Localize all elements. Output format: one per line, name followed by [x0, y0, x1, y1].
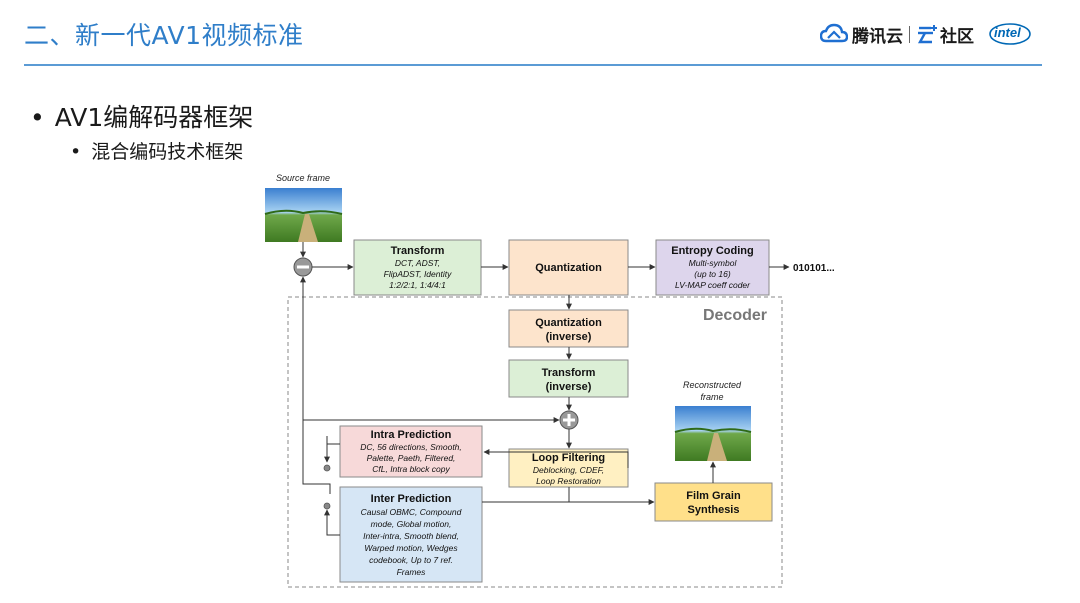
bullet-level-1-text: AV1编解码器框架: [54, 103, 254, 132]
loop-filter-title: Loop Filtering: [532, 452, 605, 464]
entropy-line-3: LV-MAP coeff coder: [675, 280, 751, 290]
inter-line-3: Inter-intra, Smooth blend,: [363, 531, 459, 541]
header-divider: [24, 64, 1042, 66]
transform-box: Transform DCT, ADST, FlipADST, Identity …: [353, 239, 482, 296]
inter-title: Inter Prediction: [371, 493, 452, 505]
inter-line-1: Causal OBMC, Compound: [361, 507, 462, 517]
intra-line-1: DC, 56 directions, Smooth,: [360, 442, 462, 452]
inverse-quantization-title-2: (inverse): [546, 331, 592, 343]
output-bitstream: 010101...: [793, 263, 835, 274]
inverse-quantization-box: Quantization (inverse): [508, 309, 629, 348]
intel-logo: intel: [988, 22, 1032, 46]
community-cloud-icon: [917, 25, 937, 44]
tencent-cloud-icon: [820, 23, 848, 43]
entropy-line-2: (up to 16): [694, 269, 731, 279]
quantization-title: Quantization: [535, 262, 602, 274]
loop-filter-line-2: Loop Restoration: [536, 476, 601, 486]
inverse-transform-title-1: Transform: [542, 367, 596, 379]
brand-separator: [909, 25, 910, 43]
inverse-transform-box: Transform (inverse): [508, 359, 629, 398]
brand-name: 腾讯云: [852, 26, 903, 47]
intel-wordmark: intel: [994, 25, 1021, 40]
entropy-line-1: Multi-symbol: [689, 258, 738, 268]
bullet-level-2: •混合编码技术框架: [70, 141, 244, 163]
transform-line-2: FlipADST, Identity: [384, 269, 452, 279]
entropy-coding-box: Entropy Coding Multi-symbol (up to 16) L…: [655, 239, 770, 296]
transform-line-3: 1:2/2:1, 1:4/4:1: [389, 280, 446, 290]
inverse-transform-title-2: (inverse): [546, 381, 592, 393]
connectors: [300, 242, 790, 536]
inter-prediction-box: Inter Prediction Causal OBMC, Compound m…: [339, 486, 483, 583]
decoder-label: Decoder: [703, 307, 767, 324]
inverse-quantization-title-1: Quantization: [535, 317, 602, 329]
prediction-switch: [323, 464, 331, 510]
bullet-level-2-text: 混合编码技术框架: [91, 141, 244, 163]
film-grain-title-1: Film Grain: [686, 490, 741, 502]
inter-line-4: Warped motion, Wedges: [364, 543, 458, 553]
quantization-box: Quantization: [508, 239, 629, 296]
source-frame-label: Source frame: [276, 173, 330, 183]
reconstructed-label-2: frame: [700, 392, 723, 402]
add-node: [559, 410, 579, 430]
transform-line-1: DCT, ADST,: [395, 258, 440, 268]
intra-title: Intra Prediction: [371, 429, 452, 441]
film-grain-title-2: Synthesis: [688, 504, 740, 516]
inter-line-6: Frames: [397, 567, 427, 577]
decoder-region: [287, 296, 783, 588]
subtract-node: [293, 257, 313, 277]
loop-filtering-box: Loop Filtering Deblocking, CDEF, Loop Re…: [508, 448, 629, 488]
community-name: 社区: [940, 26, 974, 47]
entropy-title: Entropy Coding: [671, 245, 754, 257]
inter-line-2: mode, Global motion,: [371, 519, 452, 529]
intra-line-2: Palette, Paeth, Filtered,: [367, 453, 456, 463]
transform-title: Transform: [391, 245, 445, 257]
intra-prediction-box: Intra Prediction DC, 56 directions, Smoo…: [339, 425, 483, 478]
loop-filter-line-1: Deblocking, CDEF,: [533, 465, 604, 475]
intra-line-3: CfL, Intra block copy: [372, 464, 450, 474]
inter-line-5: codebook, Up to 7 ref.: [369, 555, 453, 565]
bullet-level-1: •AV1编解码器框架: [30, 103, 254, 132]
reconstructed-frame-image: [674, 406, 752, 461]
reconstructed-label-1: Reconstructed: [683, 380, 742, 390]
source-frame-image: [264, 188, 343, 242]
page-title: 二、新一代AV1视频标准: [24, 21, 304, 50]
film-grain-box: Film Grain Synthesis: [654, 482, 773, 522]
brand-logos: 腾讯云 社区 intel: [820, 20, 1032, 48]
